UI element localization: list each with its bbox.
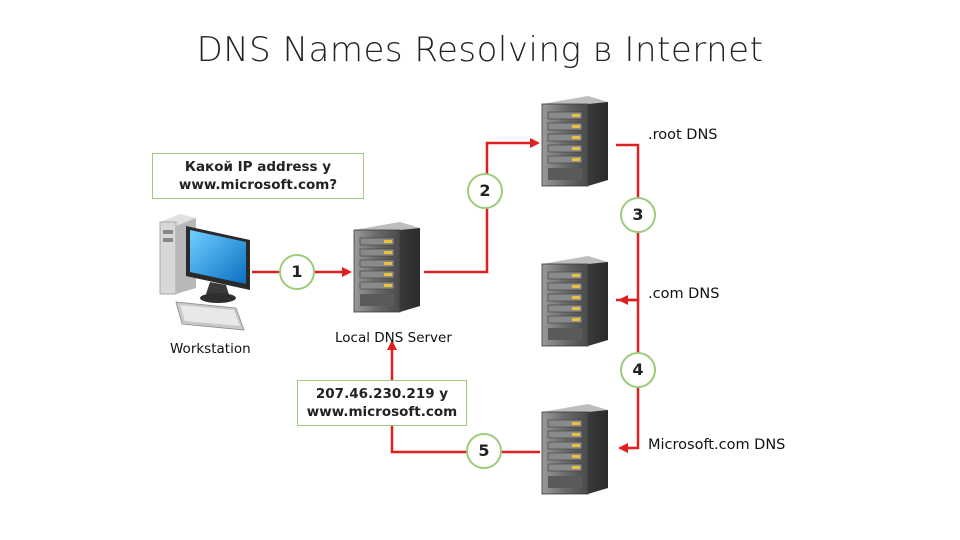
query-line-1: Какой IP address у [184, 159, 332, 175]
step-badge-3: 3 [620, 197, 656, 233]
answer-line-1: 207.46.230.219 у [315, 386, 449, 402]
microsoft-dns-server-icon [541, 403, 609, 495]
root-dns-label: .root DNS [648, 127, 718, 143]
query-line-2: www.microsoft.com? [178, 177, 338, 193]
local-dns-label: Local DNS Server [335, 330, 452, 346]
step-badge-2: 2 [467, 173, 503, 209]
query-callout: Какой IP address у www.microsoft.com? [152, 153, 364, 199]
page-title: DNS Names Resolving в Internet [196, 30, 764, 70]
local-dns-server-icon [353, 221, 421, 313]
answer-line-2: www.microsoft.com [306, 404, 458, 420]
step-badge-1: 1 [279, 254, 315, 290]
root-dns-server-icon [541, 95, 609, 187]
workstation-label: Workstation [170, 341, 251, 357]
answer-callout: 207.46.230.219 у www.microsoft.com [297, 380, 467, 426]
com-dns-label: .com DNS [648, 286, 720, 302]
step-badge-4: 4 [620, 352, 656, 388]
workstation-computer-icon [159, 214, 250, 331]
com-dns-server-icon [541, 255, 609, 347]
step-badge-5: 5 [466, 433, 502, 469]
microsoft-dns-label: Microsoft.com DNS [648, 437, 786, 453]
